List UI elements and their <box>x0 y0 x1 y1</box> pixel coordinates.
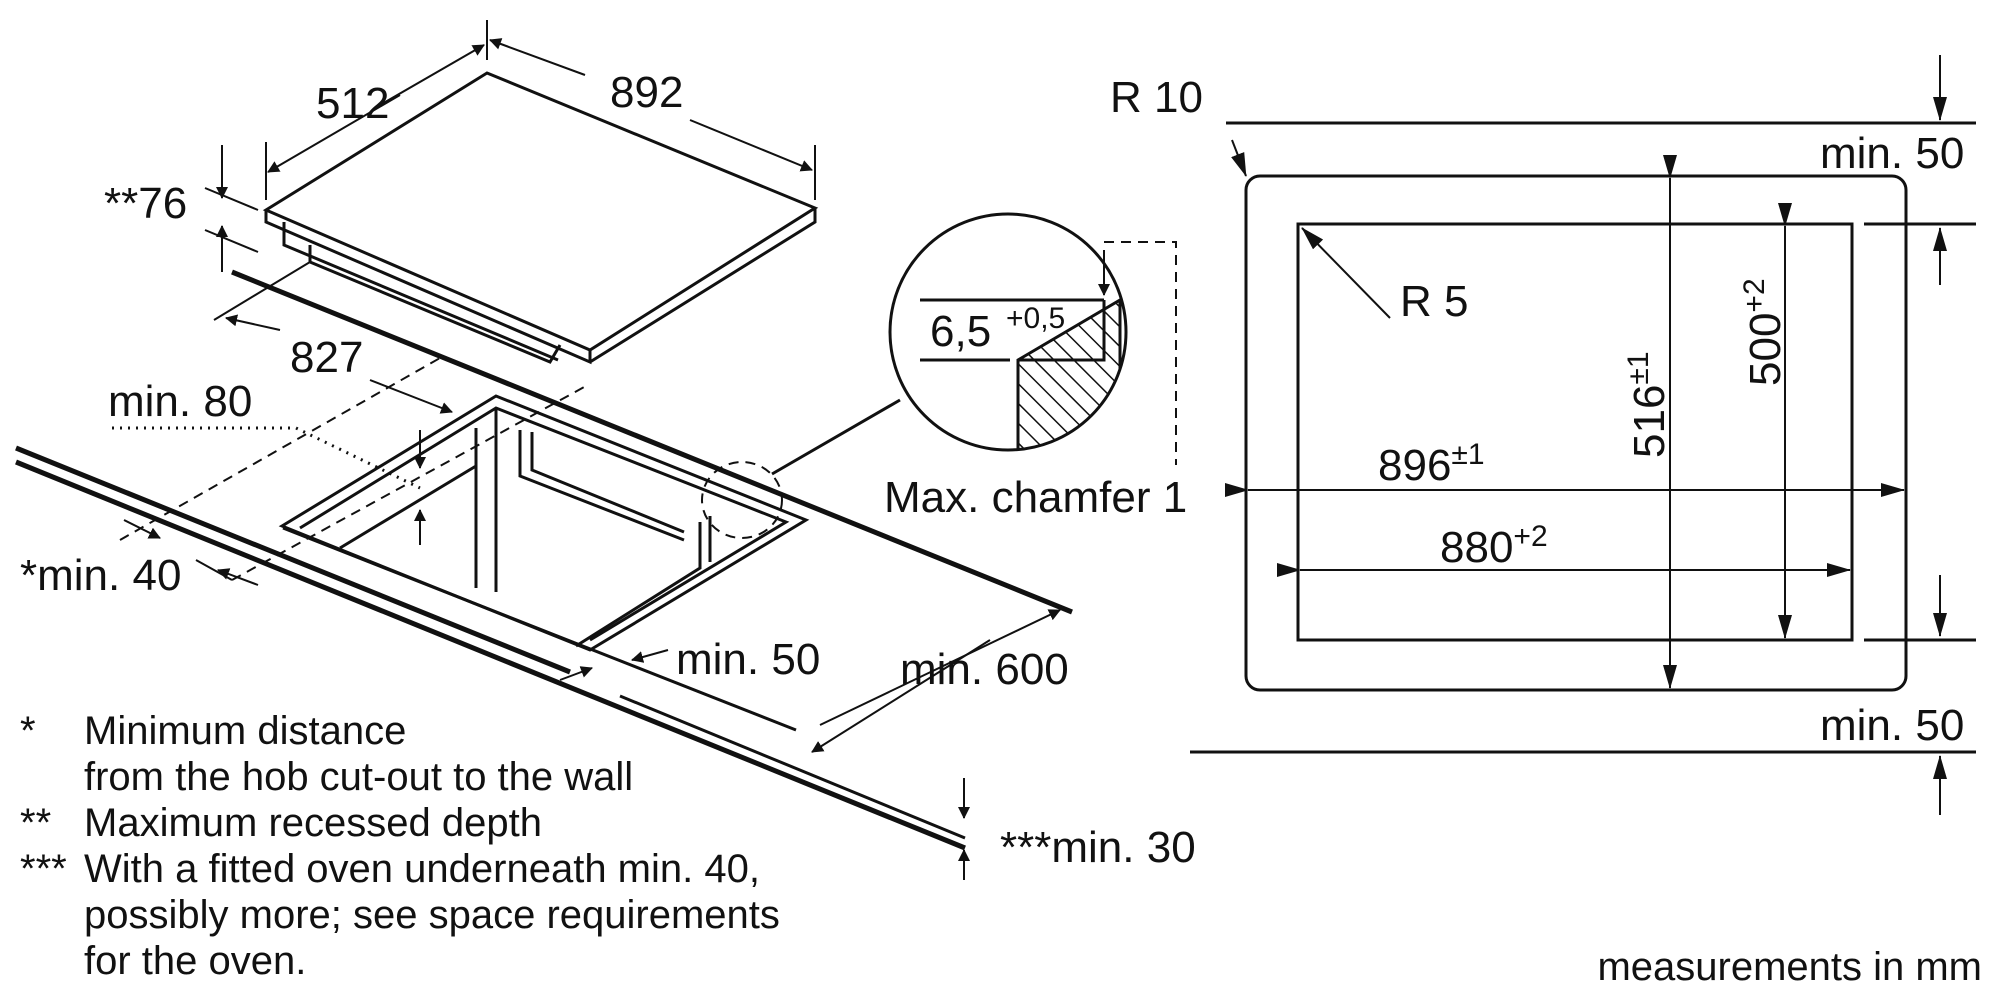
height-516-label: 516±1 <box>1622 351 1674 458</box>
min-600-label: min. 600 <box>900 645 1069 694</box>
height-516-value: 516 <box>1625 385 1674 458</box>
r5-label: R 5 <box>1400 277 1468 326</box>
height-516-tolerance: ±1 <box>1622 351 1655 384</box>
min-50-top-label: min. 50 <box>1820 129 1964 178</box>
width-896-label: 896±1 <box>1378 438 1485 490</box>
note-3-line-1: With a fitted oven underneath min. 40, <box>84 847 760 891</box>
worktop-drawing <box>15 269 1073 851</box>
dim-512-label: 512 <box>316 79 389 128</box>
height-500-label: 500+2 <box>1738 278 1790 386</box>
min-30-label: ***min. 30 <box>1000 823 1196 872</box>
note-2-mark: ** <box>20 801 52 845</box>
min-50-front-label: min. 50 <box>676 635 820 684</box>
dim-827-label: 827 <box>290 333 363 382</box>
chamfer-tolerance-label: +0,5 <box>1006 302 1065 335</box>
note-3-mark: *** <box>20 847 67 891</box>
note-1-line-2: from the hob cut-out to the wall <box>84 755 634 799</box>
min-80-label: min. 80 <box>108 377 252 426</box>
dim-892-label: 892 <box>610 68 683 117</box>
cutout-plan <box>1190 55 1976 815</box>
height-500-tolerance: +2 <box>1738 278 1771 312</box>
note-2-line-1: Maximum recessed depth <box>84 801 542 845</box>
width-880-value: 880 <box>1440 523 1513 572</box>
width-896-value: 896 <box>1378 441 1451 490</box>
width-880-tolerance: +2 <box>1513 520 1547 553</box>
r10-label: R 10 <box>1110 73 1203 122</box>
note-1-line-1: Minimum distance <box>84 709 407 753</box>
hob-drawing <box>262 71 819 365</box>
note-3-line-3: for the oven. <box>84 939 307 983</box>
min-40-label: *min. 40 <box>20 551 181 600</box>
note-3-line-2: possibly more; see space requirements <box>84 893 780 937</box>
note-1-mark: * <box>20 709 36 753</box>
dimension-lines-left <box>123 20 1061 880</box>
width-896-tolerance: ±1 <box>1451 438 1484 471</box>
min-50-bottom-label: min. 50 <box>1820 701 1964 750</box>
units-footer: measurements in mm <box>1597 945 1982 989</box>
chamfer-value-label: 6,5 <box>930 307 991 356</box>
dim-76-label: **76 <box>104 179 187 228</box>
height-500-value: 500 <box>1741 313 1790 386</box>
width-880-label: 880+2 <box>1440 520 1548 572</box>
max-chamfer-label: Max. chamfer 1 <box>884 473 1187 522</box>
